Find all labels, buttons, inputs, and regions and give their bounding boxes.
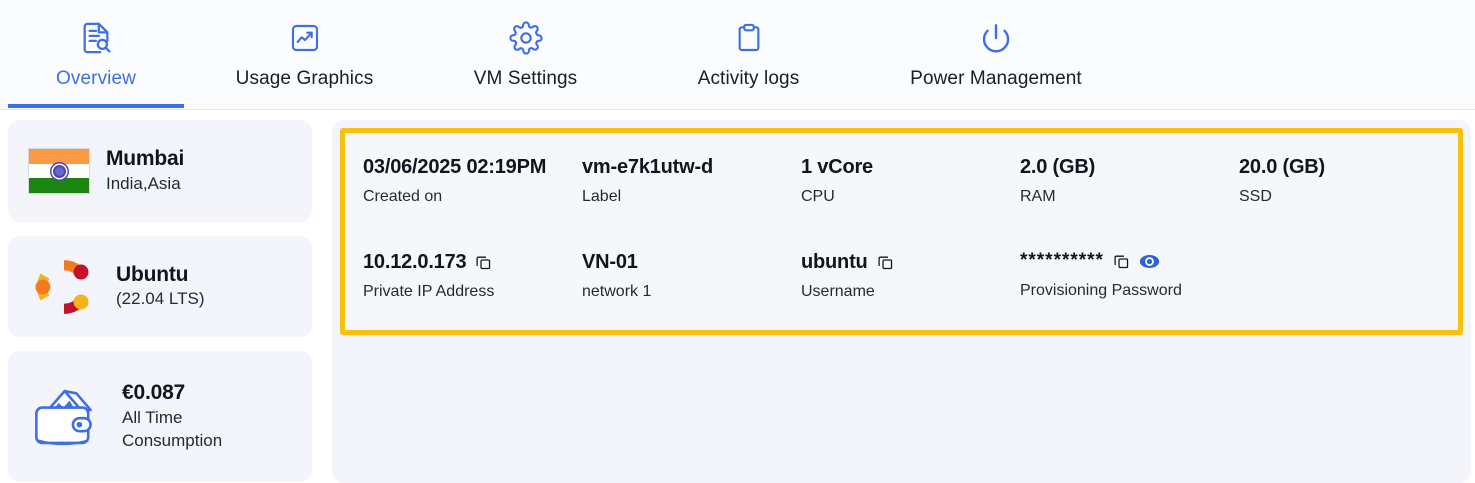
detail-ssd-label: SSD (1239, 188, 1272, 205)
copy-private-ip-icon[interactable] (475, 254, 492, 271)
detail-ram-value: 2.0 (GB) (1020, 156, 1096, 178)
consumption-line1: All Time (122, 407, 183, 427)
detail-ssd-value: 20.0 (GB) (1239, 156, 1326, 178)
detail-created-on: 03/06/2025 02:19PM Created on (363, 155, 582, 206)
detail-username-value: ubuntu (801, 251, 868, 274)
chart-trend-icon (289, 18, 321, 58)
detail-private-ip-value: 10.12.0.173 (363, 251, 467, 274)
detail-username-label: Username (801, 283, 875, 301)
tab-activity-logs[interactable]: Activity logs (626, 0, 871, 108)
tab-activity-logs-label: Activity logs (697, 68, 800, 89)
tab-usage-graphics-label: Usage Graphics (235, 68, 374, 89)
detail-label: vm-e7k1utw-d Label (582, 155, 801, 206)
detail-created-on-value: 03/06/2025 02:19PM (363, 156, 547, 178)
os-card: Ubuntu (22.04 LTS) (8, 236, 312, 337)
region-title: Mumbai (106, 147, 185, 171)
detail-cpu: 1 vCore CPU (801, 155, 1020, 206)
detail-private-ip: 10.12.0.173 Private IP Address (363, 250, 582, 301)
detail-ram-label: RAM (1020, 188, 1056, 205)
copy-username-icon[interactable] (877, 254, 894, 271)
detail-cpu-label: CPU (801, 188, 835, 205)
consumption-amount: €0.087 (122, 381, 186, 405)
consumption-card: €0.087 All Time Consumption (8, 351, 312, 482)
tab-overview-label: Overview (56, 68, 136, 89)
ubuntu-logo-icon (28, 253, 100, 321)
document-search-icon (79, 18, 113, 58)
summary-sidebar: Mumbai India,Asia Ubuntu (8, 120, 312, 483)
detail-created-on-label: Created on (363, 188, 443, 205)
tab-power-management-label: Power Management (910, 68, 1082, 89)
consumption-line2: Consumption (122, 430, 223, 450)
detail-label-value: vm-e7k1utw-d (582, 156, 713, 178)
tab-vm-settings-label: VM Settings (473, 68, 578, 89)
vm-details-row-1: 03/06/2025 02:19PM Created on vm-e7k1utw… (363, 155, 1458, 206)
india-flag-icon (28, 148, 90, 194)
region-card: Mumbai India,Asia (8, 120, 312, 222)
region-subtitle: India,Asia (106, 173, 181, 193)
page-body: Mumbai India,Asia Ubuntu (0, 110, 1475, 483)
detail-network-value: VN-01 (582, 251, 638, 274)
gear-icon (508, 18, 543, 58)
detail-label-label: Label (582, 188, 622, 205)
detail-network-label: network 1 (582, 283, 652, 301)
detail-provisioning-password-value: ********** (1020, 250, 1104, 272)
tab-vm-settings[interactable]: VM Settings (425, 0, 626, 108)
detail-network: VN-01 network 1 (582, 250, 801, 301)
tab-overview[interactable]: Overview (8, 0, 184, 108)
primary-tab-bar: Overview Usage Graphics VM Settings Acti… (0, 0, 1475, 110)
detail-provisioning-password: ********** (1020, 250, 1458, 301)
vm-details-highlight-box: 03/06/2025 02:19PM Created on vm-e7k1utw… (340, 128, 1463, 335)
tab-power-management[interactable]: Power Management (871, 0, 1121, 108)
overview-panel: 03/06/2025 02:19PM Created on vm-e7k1utw… (332, 120, 1471, 483)
detail-cpu-value: 1 vCore (801, 156, 873, 178)
copy-password-icon[interactable] (1113, 253, 1130, 270)
power-icon (980, 18, 1012, 58)
detail-ram: 2.0 (GB) RAM (1020, 155, 1239, 206)
clipboard-icon (733, 18, 765, 58)
detail-private-ip-label: Private IP Address (363, 283, 495, 301)
vm-details-row-2: 10.12.0.173 Private IP Address VN-01 net… (363, 250, 1458, 301)
detail-ssd: 20.0 (GB) SSD (1239, 155, 1458, 206)
detail-username: ubuntu Username (801, 250, 1020, 301)
wallet-icon (28, 384, 106, 450)
toggle-password-visibility-icon[interactable] (1139, 251, 1160, 272)
detail-provisioning-password-label: Provisioning Password (1020, 281, 1182, 299)
tab-usage-graphics[interactable]: Usage Graphics (184, 0, 425, 108)
os-title: Ubuntu (116, 262, 189, 286)
os-version: (22.04 LTS) (116, 289, 205, 309)
